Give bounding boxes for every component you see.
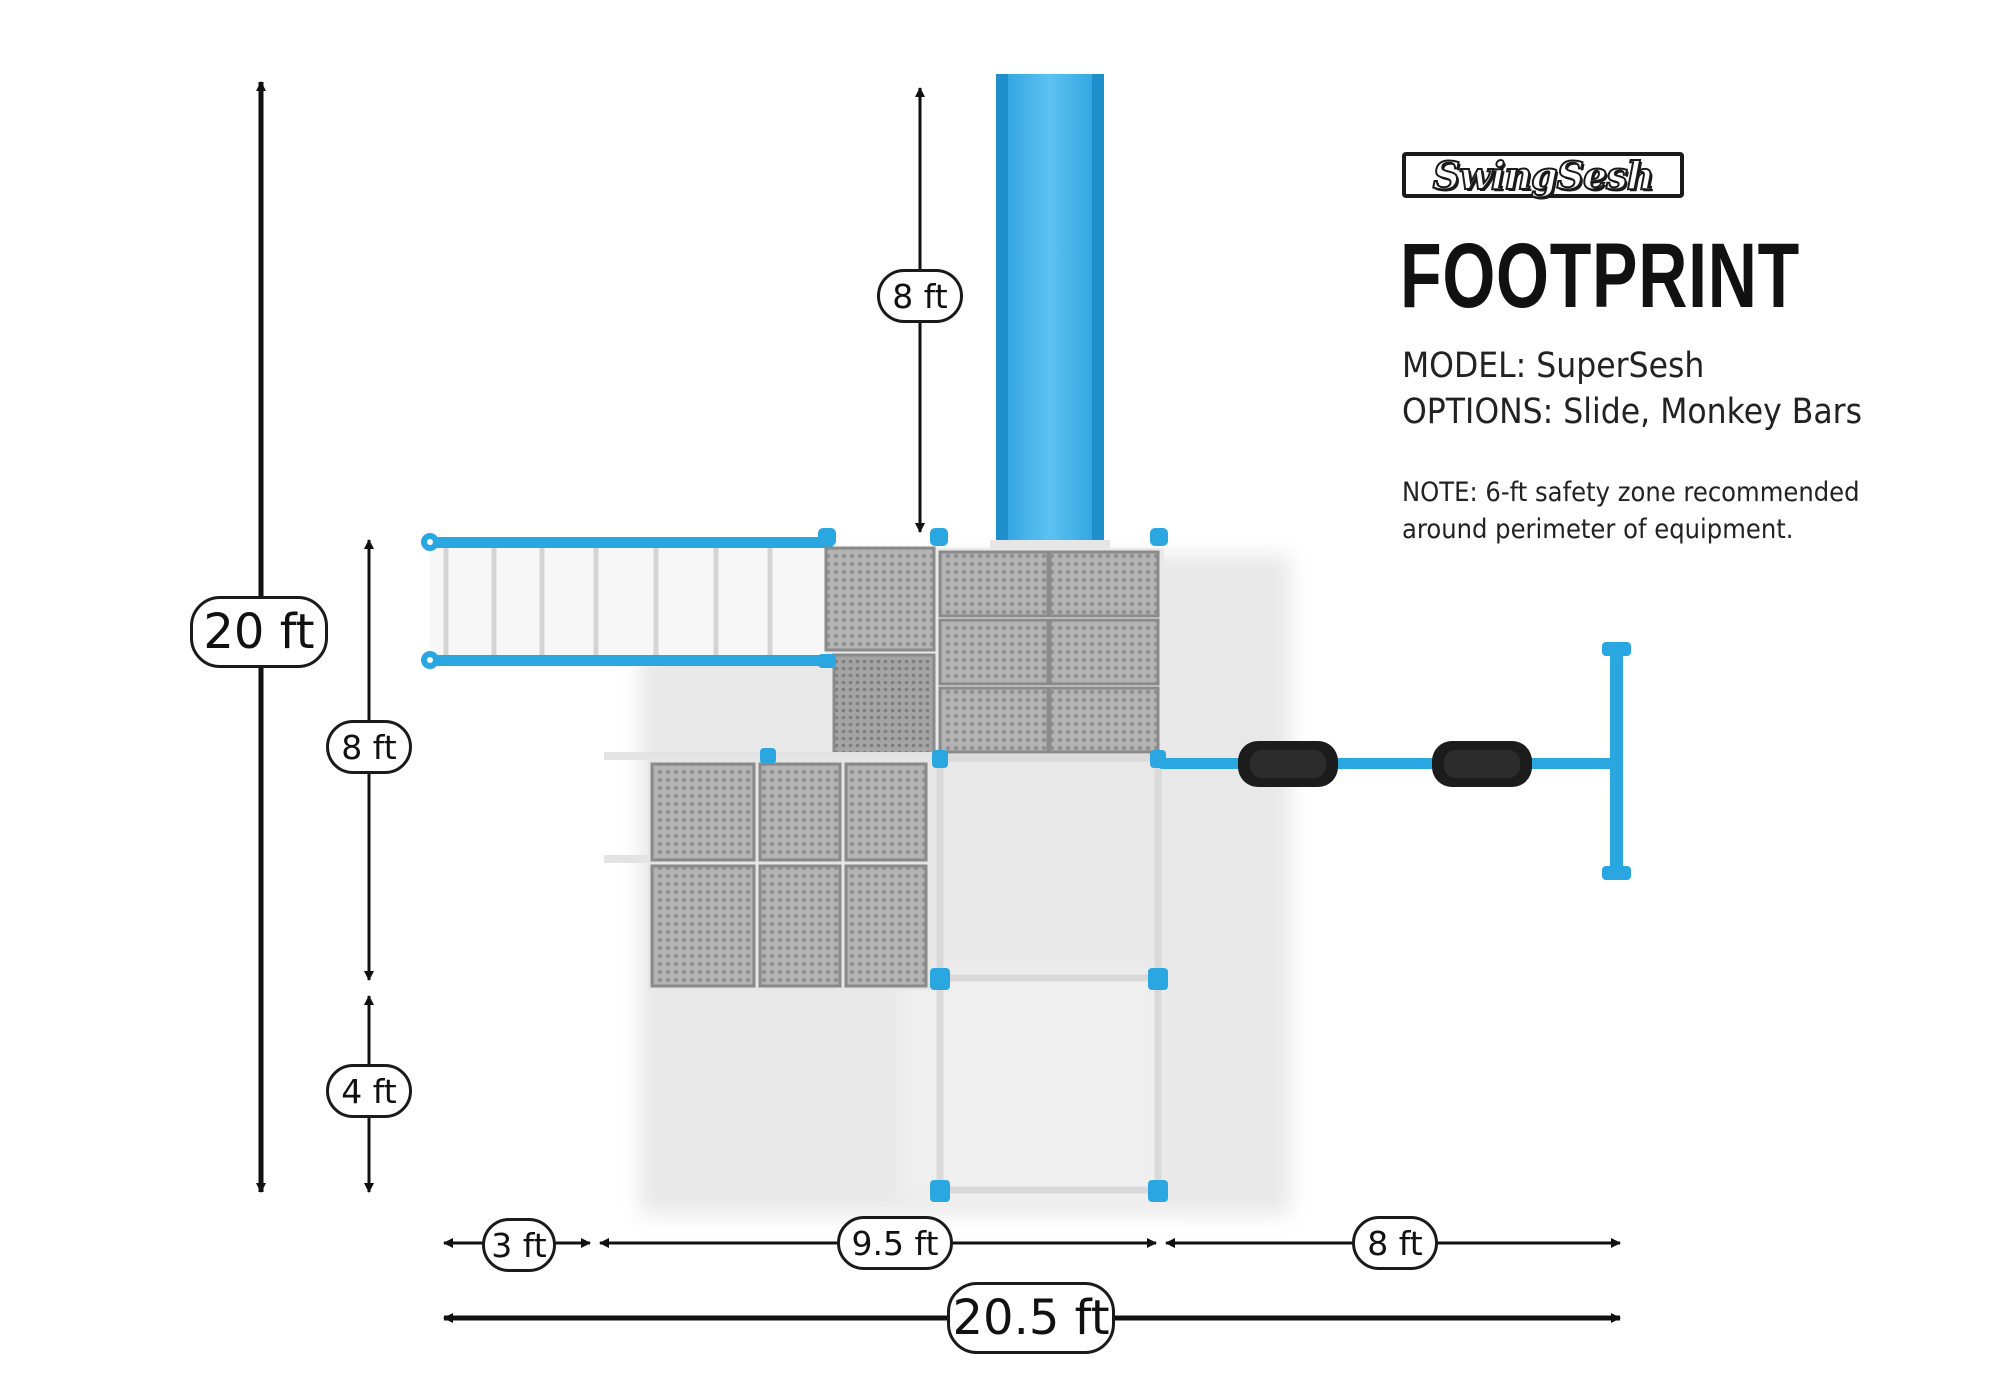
dim-center-width-label: 9.5 ft [837, 1216, 953, 1270]
brand-logo: SwingSesh [1402, 152, 1684, 199]
dim-left-offset-label: 3 ft [482, 1218, 556, 1272]
note-line-2: around perimeter of equipment. [1402, 514, 1794, 545]
dim-lower-offset-label: 4 ft [326, 1064, 412, 1118]
swing-seat-1 [1238, 741, 1338, 787]
swing-seat-2 [1432, 741, 1532, 787]
slide [990, 74, 1110, 554]
note-line-1: NOTE: 6-ft safety zone recommended [1402, 477, 1860, 508]
dim-slide-length-label: 8 ft [877, 269, 963, 323]
dim-overall-height-label: 20 ft [190, 596, 328, 668]
lower-deck [604, 752, 938, 990]
dim-overall-width-label: 20.5 ft [947, 1282, 1115, 1354]
options-text: OPTIONS: Slide, Monkey Bars [1402, 392, 1863, 432]
dim-monkey-bars-label: 8 ft [326, 720, 412, 774]
dim-swing-beam-label: 8 ft [1352, 1216, 1438, 1270]
model-text: MODEL: SuperSesh [1402, 346, 1705, 386]
page-title: FOOTPRINT [1400, 225, 1800, 327]
corner-brackets [760, 528, 1168, 1202]
monkey-bars [421, 533, 834, 669]
upper-deck [824, 546, 1164, 757]
